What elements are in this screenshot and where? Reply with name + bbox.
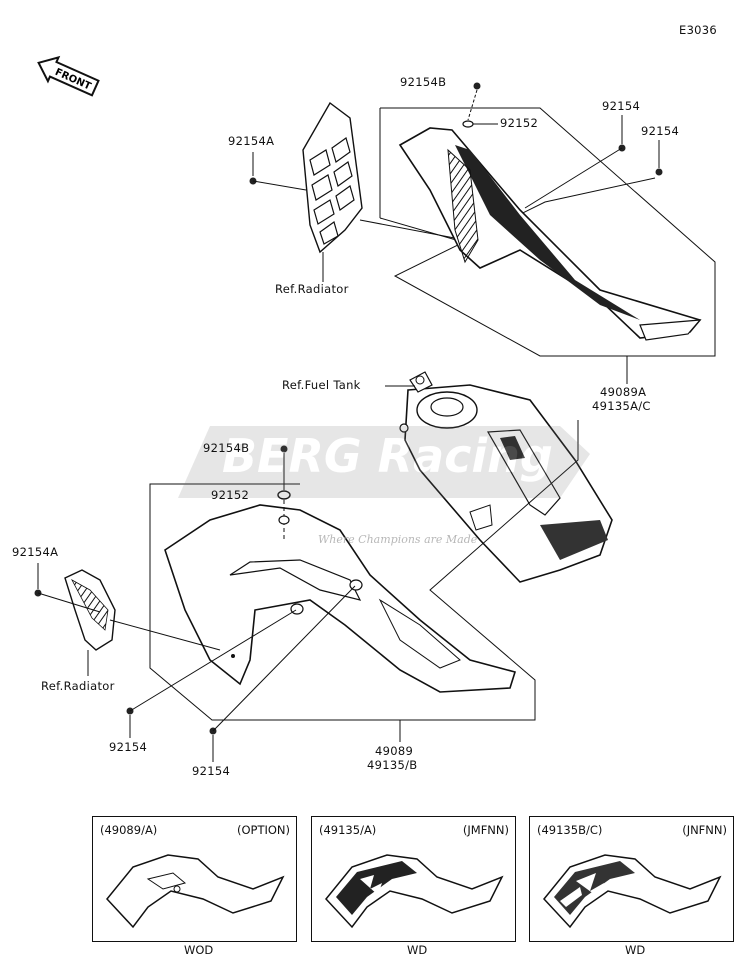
callout-lower-92152: 92152 <box>211 488 250 502</box>
lower-shroud <box>164 504 517 693</box>
variant-box-3: (49135B/C) (JNFNN) <box>529 816 734 942</box>
svg-text:BERG Racing: BERG Racing <box>222 429 553 483</box>
callout-lower-92154-b: 92154 <box>192 764 231 778</box>
callout-upper-92154B: 92154B <box>400 75 447 89</box>
variant-spec: (JMFNN) <box>462 823 509 837</box>
watermark-tagline: Where Champions are Made <box>318 533 478 546</box>
variant-box-1: (49089/A) (OPTION) <box>92 816 297 942</box>
callout-lower-92154A: 92154A <box>12 545 59 559</box>
callout-lower-part-b: 49135/B <box>367 758 418 772</box>
variant-spec: (JNFNN) <box>682 823 727 837</box>
variant-caption-2: WD <box>407 943 428 957</box>
ref-radiator-lower: Ref.Radiator <box>41 679 115 693</box>
callout-lower-92154-a: 92154 <box>109 740 148 754</box>
callout-upper-92152: 92152 <box>500 116 539 130</box>
variant-caption-1: WOD <box>184 943 214 957</box>
upper-radiator-louver <box>302 101 363 282</box>
ref-radiator-upper: Ref.Radiator <box>275 282 349 296</box>
callout-upper-part-a: 49089A <box>600 385 647 399</box>
lower-bracket-lines <box>149 420 579 721</box>
callout-upper-92154A: 92154A <box>228 134 275 148</box>
upper-shroud <box>398 127 702 341</box>
variant-box-2: (49135/A) (JMFNN) <box>311 816 516 942</box>
variant-shroud-plain <box>106 854 285 929</box>
variant-shroud-graphic-a <box>325 854 504 929</box>
front-arrow-icon: FRONT <box>37 55 100 97</box>
lower-radiator-louver <box>64 569 116 676</box>
variant-code: (49135B/C) <box>537 823 603 837</box>
callout-upper-92154-a: 92154 <box>602 99 641 113</box>
callout-lower-92154B: 92154B <box>203 441 250 455</box>
variant-code: (49135/A) <box>319 823 377 837</box>
variant-code: (49089/A) <box>100 823 158 837</box>
callout-lower-part-a: 49089 <box>375 744 414 758</box>
variant-caption-3: WD <box>625 943 646 957</box>
variant-shroud-graphic-b <box>543 854 722 929</box>
ref-fuel-tank: Ref.Fuel Tank <box>282 378 361 392</box>
callout-upper-92154-b: 92154 <box>641 124 680 138</box>
callout-upper-part-b: 49135A/C <box>592 399 651 413</box>
diagram-id: E3036 <box>679 23 718 37</box>
fuel-tank <box>399 371 613 583</box>
watermark-logo: BERG Racing <box>178 426 590 498</box>
variant-spec: (OPTION) <box>236 823 290 837</box>
